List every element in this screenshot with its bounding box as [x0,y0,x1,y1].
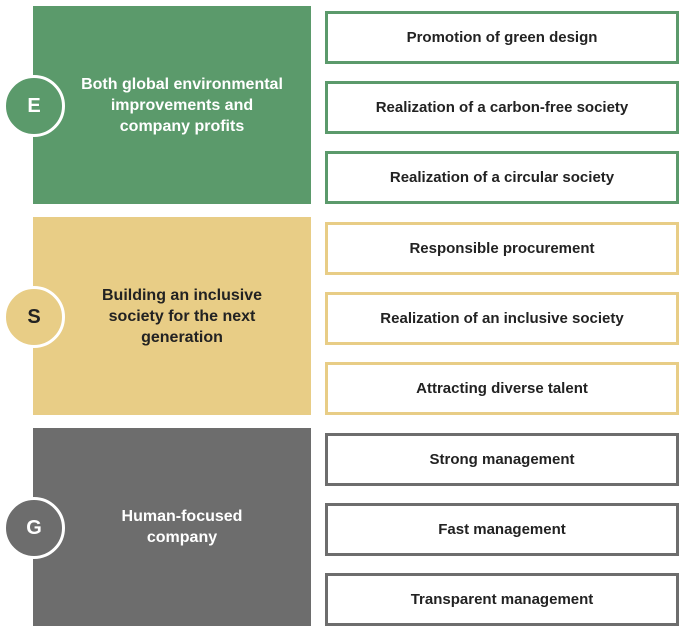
item-label: Realization of a carbon-free society [375,99,629,116]
esg-group-environmental: Both global environmental improvements a… [0,6,690,204]
item-label: Transparent management [410,591,594,608]
item-list: Responsible procurement Realization of a… [325,217,679,415]
category-badge: E [3,75,65,137]
group-description: Human-focused company [121,508,243,546]
group-description: Both global environmental improvements a… [81,75,283,135]
item-box: Strong management [325,433,679,486]
category-letter: E [27,94,41,117]
item-label: Realization of an inclusive society [380,310,624,327]
item-list: Promotion of green design Realization of… [325,6,679,204]
group-block: Human-focused company [33,428,311,626]
item-label: Realization of a circular society [389,169,615,186]
group-block: Both global environmental improvements a… [33,6,311,204]
item-box: Fast management [325,503,679,556]
category-letter: S [27,305,41,328]
item-label: Fast management [438,521,566,538]
esg-group-governance: Human-focused company G Strong managemen… [0,428,690,626]
item-label: Attracting diverse talent [416,380,588,397]
group-description: Building an inclusive society for the ne… [101,286,263,346]
item-label: Strong management [429,451,575,468]
item-box: Realization of a circular society [325,151,679,204]
category-badge: G [3,497,65,559]
group-block: Building an inclusive society for the ne… [33,217,311,415]
item-box: Realization of an inclusive society [325,292,679,345]
category-badge: S [3,286,65,348]
esg-group-social: Building an inclusive society for the ne… [0,217,690,415]
item-label: Promotion of green design [406,29,598,46]
item-list: Strong management Fast management Transp… [325,428,679,626]
item-label: Responsible procurement [409,240,595,257]
item-box: Promotion of green design [325,11,679,64]
category-letter: G [26,516,42,539]
item-box: Realization of a carbon-free society [325,81,679,134]
item-box: Attracting diverse talent [325,362,679,415]
item-box: Transparent management [325,573,679,626]
item-box: Responsible procurement [325,222,679,275]
